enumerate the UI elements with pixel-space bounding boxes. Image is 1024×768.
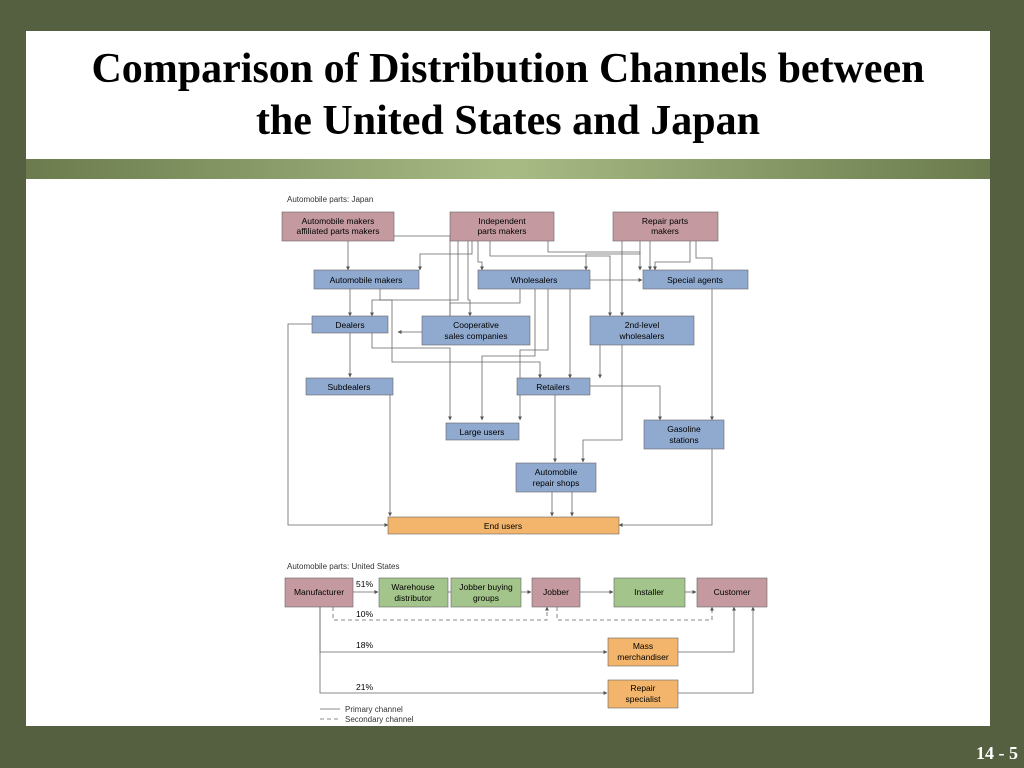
svg-text:Warehouse: Warehouse xyxy=(391,582,434,592)
svg-text:sales companies: sales companies xyxy=(444,331,507,341)
dealers-box: Dealers xyxy=(311,315,389,334)
svg-text:Independent: Independent xyxy=(478,216,526,226)
svg-text:Mass: Mass xyxy=(633,641,653,651)
distribution-diagrams: Automobile parts: Japan xyxy=(281,195,768,724)
svg-text:End users: End users xyxy=(484,521,522,531)
page-number: 14 - 5 xyxy=(976,743,1018,763)
svg-text:stations: stations xyxy=(669,435,698,445)
svg-text:Automobile makers: Automobile makers xyxy=(302,216,375,226)
repair-shops-box: Automobile repair shops xyxy=(515,462,597,493)
warehouse-distributor-box: Warehouse distributor xyxy=(378,577,449,608)
svg-text:groups: groups xyxy=(473,593,499,603)
svg-text:Customer: Customer xyxy=(714,587,751,597)
svg-text:affiliated parts makers: affiliated parts makers xyxy=(297,226,380,236)
svg-text:Jobber: Jobber xyxy=(543,587,569,597)
svg-text:makers: makers xyxy=(651,226,679,236)
large-users-box: Large users xyxy=(445,422,520,441)
wholesalers-box: Wholesalers xyxy=(477,269,591,290)
japan-boxes: Automobile makers affiliated parts maker… xyxy=(281,211,749,535)
percent-21-label: 21% xyxy=(356,682,373,692)
title-box: Comparison of Distribution Channels betw… xyxy=(26,31,990,159)
independent-parts-makers-box: Independent parts makers xyxy=(449,211,555,242)
japan-connectors xyxy=(287,235,714,527)
automobile-makers-box: Automobile makers xyxy=(313,269,420,290)
svg-text:specialist: specialist xyxy=(626,694,662,704)
svg-text:Subdealers: Subdealers xyxy=(327,382,370,392)
end-users-box: End users xyxy=(387,516,620,535)
special-agents-box: Special agents xyxy=(642,269,749,290)
svg-text:Gasoline: Gasoline xyxy=(667,424,701,434)
svg-text:Automobile: Automobile xyxy=(535,467,578,477)
decorative-band xyxy=(26,159,990,179)
svg-text:Repair parts: Repair parts xyxy=(642,216,688,226)
legend-secondary-label: Secondary channel xyxy=(345,715,414,724)
svg-text:Special agents: Special agents xyxy=(667,275,723,285)
svg-text:Installer: Installer xyxy=(634,587,664,597)
cooperative-sales-box: Cooperative sales companies xyxy=(421,315,531,346)
repair-parts-makers-box: Repair parts makers xyxy=(612,211,719,242)
us-boxes: Manufacturer Warehouse distributor Jobbe… xyxy=(284,577,768,709)
percent-10-label: 10% xyxy=(356,609,373,619)
installer-box: Installer xyxy=(613,577,686,608)
us-primary-connectors xyxy=(319,590,755,695)
subdealers-box: Subdealers xyxy=(305,377,394,396)
japan-heading: Automobile parts: Japan xyxy=(287,195,373,204)
svg-text:Retailers: Retailers xyxy=(536,382,570,392)
svg-text:Dealers: Dealers xyxy=(335,320,364,330)
percent-18-label: 18% xyxy=(356,640,373,650)
svg-text:Large users: Large users xyxy=(460,427,505,437)
affiliated-parts-makers-box: Automobile makers affiliated parts maker… xyxy=(281,211,395,242)
retailers-box: Retailers xyxy=(516,377,591,396)
legend-primary-label: Primary channel xyxy=(345,705,403,714)
repair-specialist-box: Repair specialist xyxy=(607,679,679,709)
svg-text:Automobile makers: Automobile makers xyxy=(330,275,403,285)
slide-title: Comparison of Distribution Channels betw… xyxy=(91,43,924,147)
svg-text:Repair: Repair xyxy=(630,683,655,693)
jobber-box: Jobber xyxy=(531,577,581,608)
us-heading: Automobile parts: United States xyxy=(287,562,400,571)
us-secondary-connectors xyxy=(332,606,714,621)
svg-text:2nd-level: 2nd-level xyxy=(625,320,660,330)
jobber-buying-groups-box: Jobber buying groups xyxy=(450,577,522,608)
second-level-wholesalers-box: 2nd-level wholesalers xyxy=(589,315,695,346)
title-line-1: Comparison of Distribution Channels betw… xyxy=(91,46,925,92)
customer-box: Customer xyxy=(696,577,768,608)
svg-text:Jobber buying: Jobber buying xyxy=(459,582,513,592)
svg-text:Cooperative: Cooperative xyxy=(453,320,499,330)
diagram-panel: Automobile parts: Japan xyxy=(26,179,990,726)
title-line-2: the United States and Japan xyxy=(255,98,761,144)
gasoline-stations-box: Gasoline stations xyxy=(643,419,725,450)
svg-text:Wholesalers: Wholesalers xyxy=(511,275,558,285)
svg-text:parts makers: parts makers xyxy=(477,226,526,236)
svg-text:wholesalers: wholesalers xyxy=(619,331,665,341)
legend: Primary channel Secondary channel xyxy=(320,705,414,724)
svg-text:repair shops: repair shops xyxy=(533,478,580,488)
svg-text:Manufacturer: Manufacturer xyxy=(294,587,344,597)
svg-text:merchandiser: merchandiser xyxy=(617,652,669,662)
mass-merchandiser-box: Mass merchandiser xyxy=(607,637,679,667)
percent-51-label: 51% xyxy=(356,579,373,589)
svg-text:distributor: distributor xyxy=(394,593,431,603)
manufacturer-box: Manufacturer xyxy=(284,577,354,608)
